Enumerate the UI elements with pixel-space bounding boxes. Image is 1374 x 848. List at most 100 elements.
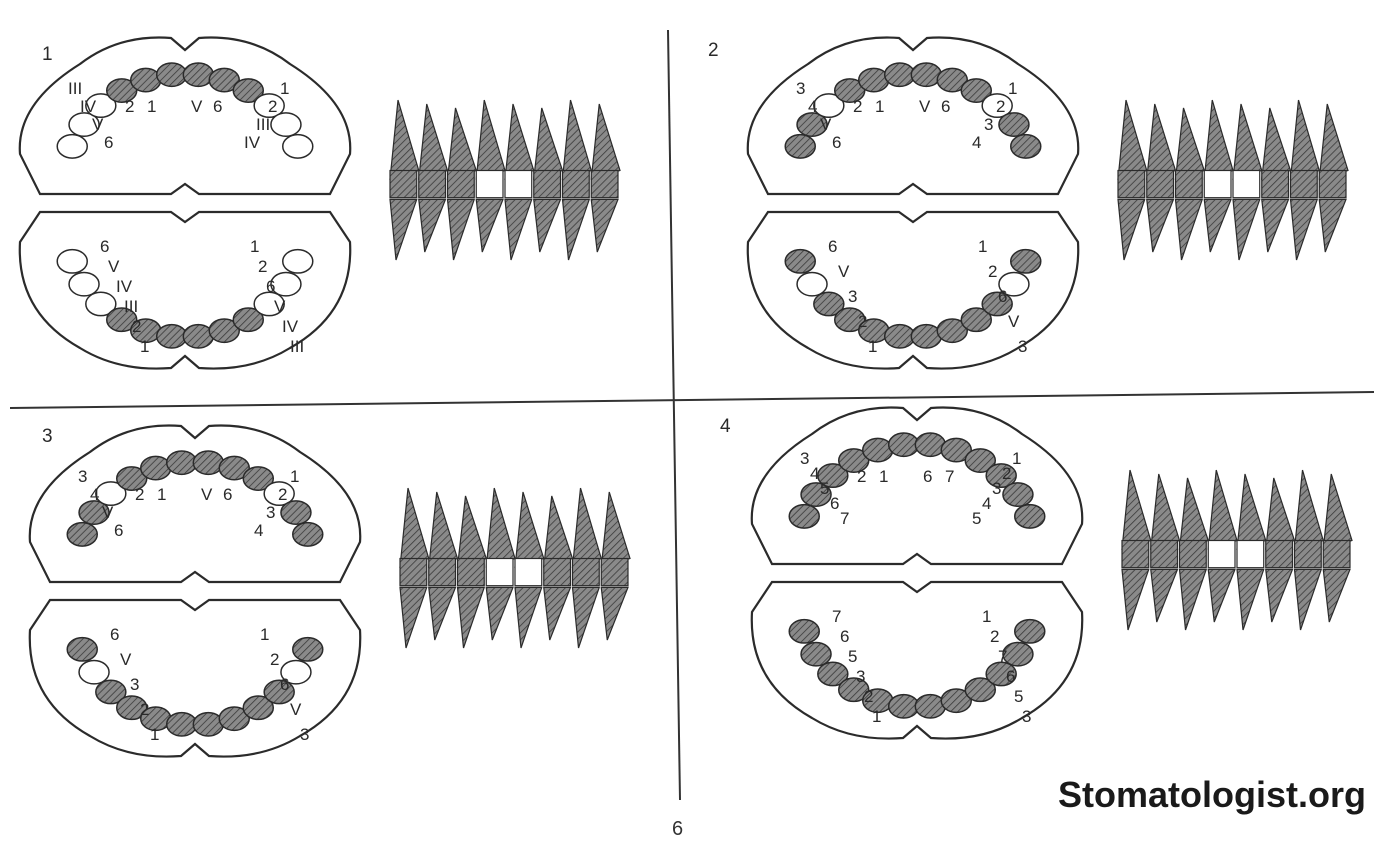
side-lower-tooth <box>1180 569 1207 630</box>
tooth <box>797 272 827 295</box>
side-crown <box>515 559 542 586</box>
lower-label: 1 <box>982 607 991 626</box>
lower-label: 6 <box>828 237 837 256</box>
side-lower-tooth <box>563 199 590 260</box>
lower-label: 3 <box>1022 707 1031 726</box>
side-upper-tooth <box>601 492 630 567</box>
side-lower-tooth <box>573 587 600 648</box>
upper-label: IV <box>80 97 97 116</box>
tooth <box>69 272 99 295</box>
lower-label: 1 <box>260 625 269 644</box>
side-lower-tooth <box>448 199 475 260</box>
lower-label: V <box>838 262 850 281</box>
lower-label: 3 <box>848 287 857 306</box>
side-lower-tooth <box>400 587 427 648</box>
upper-label: 1 <box>147 97 156 116</box>
lower-label: 2 <box>140 700 149 719</box>
upper-label: 3 <box>992 479 1001 498</box>
upper-label: 2 <box>1002 464 1011 483</box>
side-crown <box>1122 541 1149 568</box>
lower-label: IV <box>116 277 133 296</box>
side-lower-tooth <box>505 199 532 260</box>
side-lower-tooth <box>429 587 456 640</box>
side-crown <box>486 559 513 586</box>
tooth <box>1003 483 1033 506</box>
side-crown <box>1262 171 1289 198</box>
lower-label: 6 <box>998 287 1007 306</box>
tooth <box>183 63 213 86</box>
side-crown <box>1180 541 1207 568</box>
quadrant-number: 2 <box>708 40 719 61</box>
upper-label: 4 <box>808 97 817 116</box>
lower-label: 6 <box>110 625 119 644</box>
upper-label: V <box>201 485 213 504</box>
upper-label: 2 <box>996 97 1005 116</box>
side-crown <box>429 559 456 586</box>
upper-label: 6 <box>223 485 232 504</box>
side-upper-tooth <box>390 100 419 179</box>
side-lower-tooth <box>1233 199 1260 260</box>
tooth <box>1015 620 1045 643</box>
tooth <box>789 620 819 643</box>
upper-label: 4 <box>972 133 981 152</box>
upper-label: 6 <box>923 467 932 486</box>
lower-label: 1 <box>978 237 987 256</box>
side-lower-tooth <box>458 587 485 648</box>
lower-label: 1 <box>250 237 259 256</box>
side-crown <box>1295 541 1322 568</box>
lower-label: V <box>274 297 286 316</box>
upper-label: V <box>191 97 203 116</box>
tooth <box>999 113 1029 136</box>
lower-label: V <box>290 700 302 719</box>
quadrant-1: 1IIIIVV62112IIIIVV66VIVIII21126VIVIII <box>20 38 620 369</box>
side-upper-tooth <box>1204 100 1233 179</box>
lower-label: 5 <box>1014 687 1023 706</box>
tooth <box>293 523 323 546</box>
upper-label: 2 <box>857 467 866 486</box>
upper-label: 5 <box>972 509 981 528</box>
upper-label: V <box>92 115 104 134</box>
upper-label: V <box>919 97 931 116</box>
lower-label: 6 <box>1006 667 1015 686</box>
tooth <box>1011 250 1041 273</box>
tooth <box>57 250 87 273</box>
lower-label: 6 <box>840 627 849 646</box>
tooth <box>785 250 815 273</box>
tooth <box>57 135 87 158</box>
tooth <box>885 325 915 348</box>
lower-label: IV <box>282 317 299 336</box>
side-crown <box>563 171 590 198</box>
upper-label: 6 <box>830 494 839 513</box>
tooth <box>889 433 919 456</box>
upper-label: III <box>68 79 82 98</box>
lower-label: 6 <box>266 277 275 296</box>
side-upper-tooth <box>1151 474 1180 549</box>
side-upper-tooth <box>1233 104 1262 179</box>
side-upper-tooth <box>591 104 620 179</box>
upper-label: 3 <box>266 503 275 522</box>
vertical-divider <box>668 30 680 800</box>
upper-label: III <box>256 115 270 134</box>
side-crown <box>1266 541 1293 568</box>
side-lower-tooth <box>1176 199 1203 260</box>
upper-label: 1 <box>879 467 888 486</box>
tooth <box>167 713 197 736</box>
tooth <box>915 433 945 456</box>
upper-arch-card <box>748 38 1078 194</box>
horizontal-divider <box>10 392 1374 408</box>
tooth <box>183 325 213 348</box>
tooth <box>167 451 197 474</box>
tooth <box>1011 135 1041 158</box>
tooth <box>911 325 941 348</box>
lower-label: 1 <box>150 725 159 744</box>
side-lower-tooth <box>1118 199 1145 260</box>
tooth <box>889 695 919 718</box>
side-crown <box>573 559 600 586</box>
upper-arch-card <box>20 38 350 194</box>
side-lower-tooth <box>591 199 618 252</box>
tooth <box>885 63 915 86</box>
quadrant-3: 334V6211234V66V321126V3 <box>30 426 630 757</box>
side-upper-tooth <box>515 492 544 567</box>
side-lower-tooth <box>1122 569 1149 630</box>
